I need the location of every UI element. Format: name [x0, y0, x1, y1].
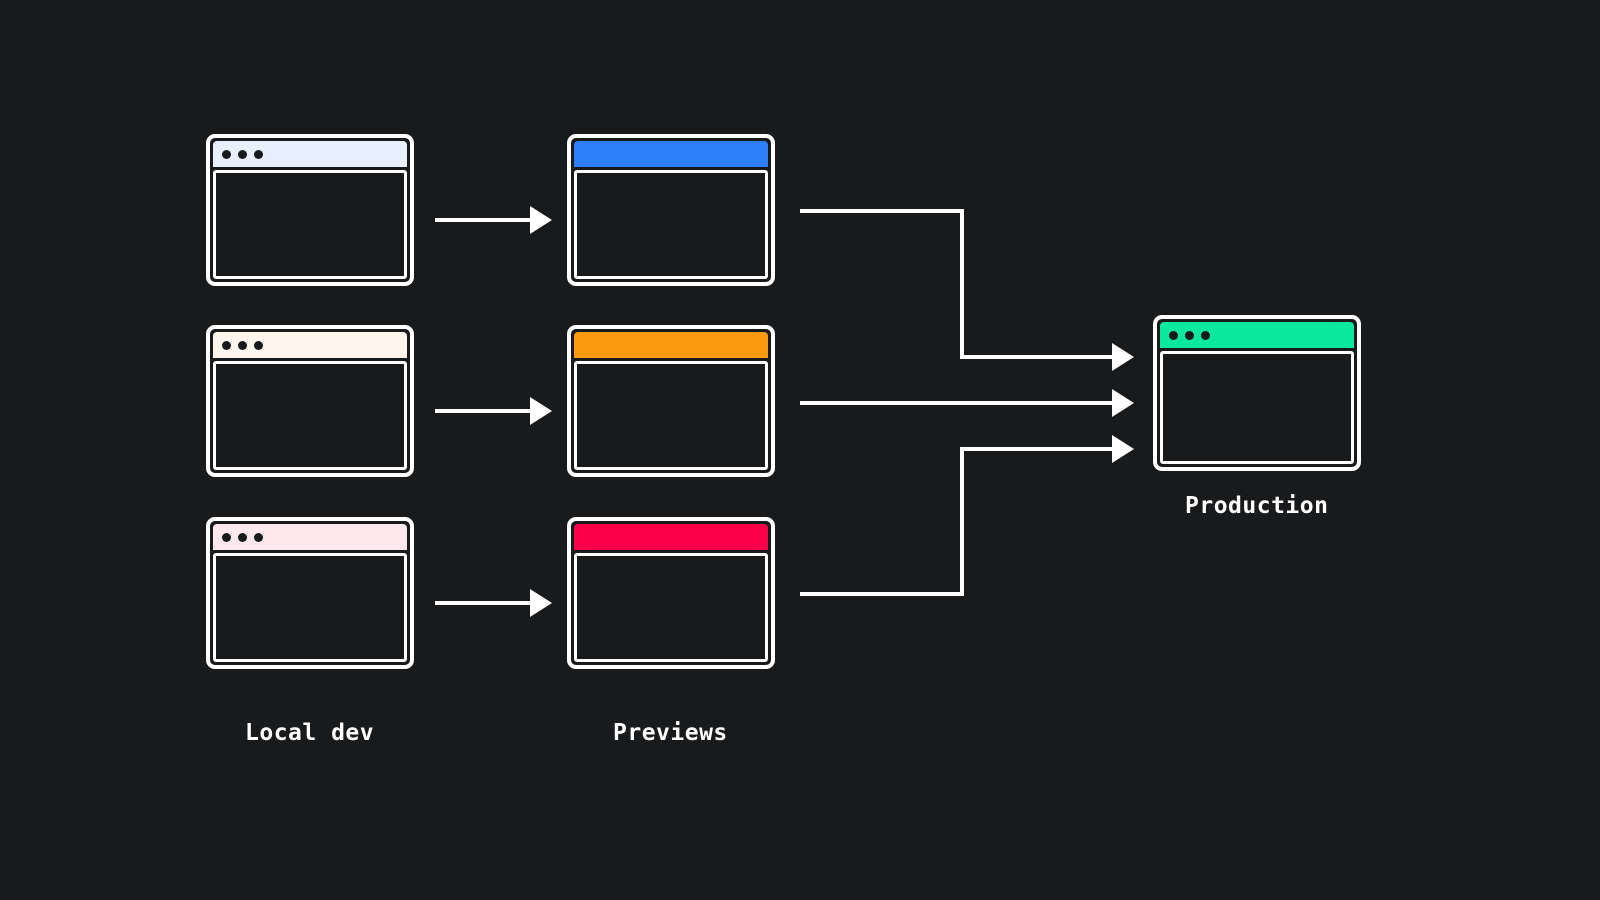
window-viewport — [574, 361, 768, 470]
arrow-local-1-to-preview-1 — [435, 206, 552, 234]
window-dot-icon[interactable] — [1201, 330, 1210, 340]
preview-window-3[interactable] — [567, 517, 775, 669]
window-controls — [222, 340, 263, 350]
arrow-preview-2-to-production — [800, 389, 1134, 417]
window-dot-icon[interactable] — [222, 149, 231, 159]
window-dot-icon[interactable] — [222, 340, 231, 350]
preview-window-2[interactable] — [567, 325, 775, 477]
caption-production: Production — [1185, 493, 1329, 519]
connector-line — [800, 209, 1116, 359]
window-dot-icon[interactable] — [222, 532, 231, 542]
arrowhead-icon — [1112, 389, 1134, 417]
preview-window-1[interactable] — [567, 134, 775, 286]
window-titlebar — [574, 332, 768, 358]
elbow-preview-3-to-production — [800, 435, 1134, 596]
window-titlebar — [574, 141, 768, 167]
window-viewport — [213, 170, 407, 279]
window-titlebar — [213, 141, 407, 167]
production-window[interactable] — [1153, 315, 1361, 471]
arrowhead-icon — [530, 589, 552, 617]
window-dot-icon[interactable] — [254, 532, 263, 542]
window-controls — [1169, 330, 1210, 340]
connector-line — [800, 447, 1116, 596]
arrowhead-icon — [530, 397, 552, 425]
window-dot-icon[interactable] — [1169, 330, 1178, 340]
arrowhead-icon — [530, 206, 552, 234]
elbow-preview-1-to-production — [800, 209, 1134, 371]
window-viewport — [213, 553, 407, 662]
window-controls — [222, 149, 263, 159]
caption-previews: Previews — [613, 720, 728, 746]
window-viewport — [1160, 351, 1354, 464]
arrowhead-icon — [1112, 435, 1134, 463]
window-viewport — [574, 553, 768, 662]
window-titlebar — [213, 524, 407, 550]
window-dot-icon[interactable] — [254, 340, 263, 350]
window-viewport — [213, 361, 407, 470]
window-controls — [222, 532, 263, 542]
window-dot-icon[interactable] — [238, 149, 247, 159]
local-dev-window-3[interactable] — [206, 517, 414, 669]
arrowhead-icon — [1112, 343, 1134, 371]
window-titlebar — [574, 524, 768, 550]
window-titlebar — [213, 332, 407, 358]
window-dot-icon[interactable] — [254, 149, 263, 159]
window-titlebar — [1160, 322, 1354, 348]
window-viewport — [574, 170, 768, 279]
window-dot-icon[interactable] — [1185, 330, 1194, 340]
window-dot-icon[interactable] — [238, 340, 247, 350]
local-dev-window-1[interactable] — [206, 134, 414, 286]
window-dot-icon[interactable] — [238, 532, 247, 542]
arrow-local-3-to-preview-3 — [435, 589, 552, 617]
local-dev-window-2[interactable] — [206, 325, 414, 477]
arrow-local-2-to-preview-2 — [435, 397, 552, 425]
caption-local-dev: Local dev — [245, 720, 375, 746]
